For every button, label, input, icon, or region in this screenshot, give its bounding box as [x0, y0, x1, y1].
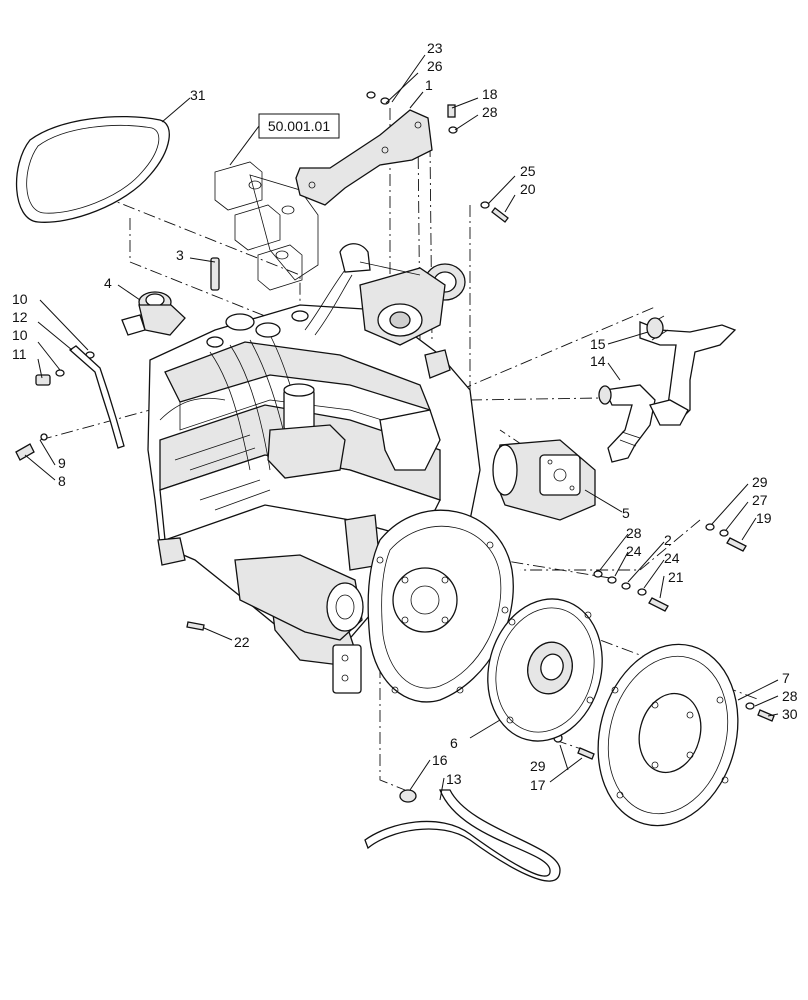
- callout-30: 30: [782, 706, 798, 722]
- thermostat-housing: [121, 291, 186, 336]
- callout-21: 21: [668, 569, 684, 585]
- callout-19: 19: [756, 510, 772, 526]
- reference-box[interactable]: 50.001.01: [229, 113, 340, 166]
- callout-15: 15: [590, 336, 606, 352]
- callout-28-top: 28: [482, 104, 498, 120]
- hardware-fasteners: [15, 91, 775, 803]
- callout-28-low: 28: [782, 688, 798, 704]
- callout-17: 17: [530, 777, 546, 793]
- callout-29-right: 29: [752, 474, 768, 490]
- hydraulic-lines: [598, 315, 737, 463]
- callout-14: 14: [590, 353, 606, 369]
- breather-hose: [68, 345, 125, 449]
- leader-lines: [24, 54, 779, 801]
- callout-13: 13: [446, 771, 462, 787]
- turbocharger: [339, 243, 466, 379]
- callout-3: 3: [176, 247, 184, 263]
- adapter-plate: [597, 643, 739, 827]
- callout-5: 5: [622, 505, 630, 521]
- callout-4: 4: [104, 275, 112, 291]
- callout-1: 1: [425, 77, 433, 93]
- callout-8: 8: [58, 473, 66, 489]
- callout-6: 6: [450, 735, 458, 751]
- callout-7: 7: [782, 670, 790, 686]
- callout-10-upper: 10: [12, 291, 28, 307]
- callout-27: 27: [752, 492, 768, 508]
- callout-28-mid: 28: [626, 525, 642, 541]
- callout-29-low: 29: [530, 758, 546, 774]
- hydraulic-pump: [492, 439, 596, 521]
- callout-18: 18: [482, 86, 498, 102]
- coolant-hose: [364, 789, 561, 882]
- callout-24-right: 24: [664, 550, 680, 566]
- callout-9: 9: [58, 455, 66, 471]
- mounting-bracket: [295, 109, 433, 206]
- callout-31: 31: [190, 87, 206, 103]
- svg-text:50.001.01: 50.001.01: [268, 118, 330, 134]
- callout-26: 26: [427, 58, 443, 74]
- flywheel-housing: [367, 509, 514, 703]
- callout-2: 2: [664, 532, 672, 548]
- callout-numbers: 31 23 26 1 18 28 25 20 3 4 10 12 10 11 9…: [12, 40, 798, 793]
- fuel-filter: [267, 383, 346, 479]
- callout-11: 11: [12, 346, 27, 362]
- callout-22: 22: [234, 634, 250, 650]
- callout-23: 23: [427, 40, 443, 56]
- callout-24-left: 24: [626, 543, 642, 559]
- drive-belt: [15, 116, 170, 223]
- flex-coupling-plate: [487, 598, 603, 742]
- callout-12: 12: [12, 309, 28, 325]
- callout-10-lower: 10: [12, 327, 28, 343]
- callout-16: 16: [432, 752, 448, 768]
- callout-25: 25: [520, 163, 536, 179]
- callout-20: 20: [520, 181, 536, 197]
